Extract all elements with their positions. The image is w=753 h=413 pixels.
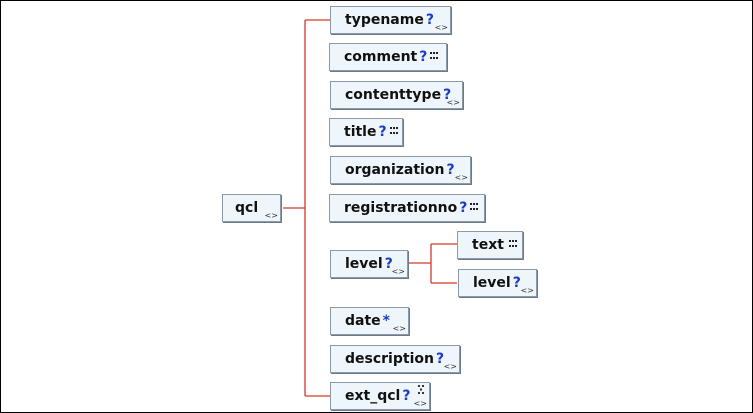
node-label: contenttype: [345, 87, 442, 103]
simple-content-icon: [389, 127, 398, 134]
node-comment[interactable]: comment ?: [329, 43, 447, 71]
cardinality-marker: ?: [402, 388, 411, 404]
node-registrationno[interactable]: registrationno ?: [329, 194, 485, 222]
cardinality-marker: ?: [459, 200, 468, 216]
node-label: level: [473, 275, 511, 291]
cardinality-marker: ?: [512, 275, 521, 291]
cardinality-marker: ?: [425, 12, 434, 28]
cardinality-marker: ?: [419, 49, 428, 65]
node-label: text: [472, 237, 504, 253]
expand-icon[interactable]: <>: [520, 286, 534, 295]
node-level[interactable]: level ? <>: [330, 250, 408, 278]
expand-icon[interactable]: <>: [391, 267, 405, 276]
node-label: registrationno: [344, 200, 458, 216]
node-ext-qcl[interactable]: ext_qcl ? <>: [330, 382, 430, 410]
cardinality-marker: ?: [443, 87, 452, 103]
node-label: description: [345, 351, 434, 367]
expand-icon[interactable]: <>: [443, 362, 457, 371]
sequence-icon: [418, 385, 424, 394]
cardinality-marker: ?: [435, 351, 445, 367]
simple-content-icon: [430, 52, 439, 59]
cardinality-marker: ?: [446, 162, 455, 178]
node-organization[interactable]: organization ? <>: [330, 156, 471, 184]
cardinality-marker: ?: [384, 256, 393, 272]
node-level-nested[interactable]: level ? <>: [458, 269, 537, 297]
simple-content-icon: [470, 203, 479, 210]
node-text[interactable]: text: [457, 231, 523, 259]
cardinality-marker: *: [382, 313, 390, 329]
node-qcl[interactable]: qcl <>: [222, 194, 281, 222]
node-label: ext_qcl: [345, 388, 401, 404]
node-title[interactable]: title ?: [329, 118, 403, 146]
expand-icon[interactable]: <>: [454, 173, 468, 182]
simple-content-icon: [508, 240, 517, 247]
expand-icon[interactable]: <>: [413, 399, 427, 408]
expand-icon[interactable]: <>: [446, 98, 460, 107]
node-label: typename: [345, 12, 424, 28]
expand-icon[interactable]: <>: [264, 211, 278, 220]
expand-icon[interactable]: <>: [434, 23, 448, 32]
expand-icon[interactable]: <>: [392, 324, 406, 333]
node-label: title: [344, 124, 377, 140]
node-label: date: [345, 313, 381, 329]
node-typename[interactable]: typename ? <>: [330, 6, 451, 34]
node-label: qcl: [235, 200, 259, 216]
node-description[interactable]: description ? <>: [330, 345, 460, 373]
node-label: level: [345, 256, 383, 272]
node-label: comment: [344, 49, 418, 65]
cardinality-marker: ?: [378, 124, 387, 140]
node-contenttype[interactable]: contenttype ? <>: [330, 81, 463, 109]
node-label: organization: [345, 162, 445, 178]
node-date[interactable]: date * <>: [330, 307, 409, 335]
